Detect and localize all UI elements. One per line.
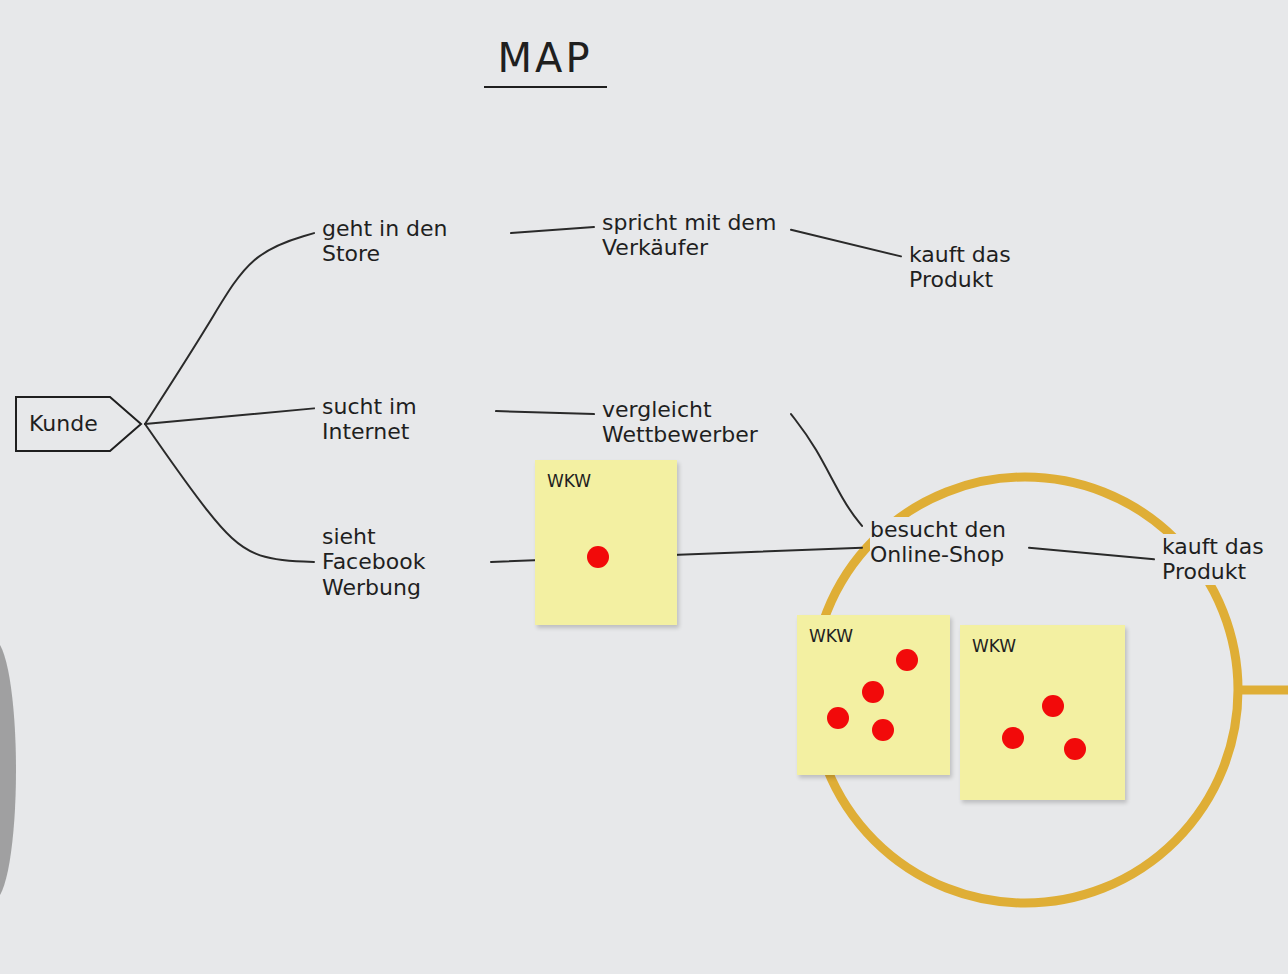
journey-connector xyxy=(791,414,862,526)
step-text: besucht den Online-Shop xyxy=(870,517,1022,568)
journey-step: geht in den Store xyxy=(318,214,508,269)
arrow-outline-path xyxy=(16,397,141,451)
journey-step: kauft das Produkt xyxy=(1158,532,1280,587)
step-text: spricht mit dem Verkäufer xyxy=(602,210,784,261)
journey-step: sucht im Internet xyxy=(318,392,493,447)
journey-connector xyxy=(791,230,901,257)
step-text: kauft das Produkt xyxy=(1162,534,1276,585)
journey-step: sieht Facebook Werbung xyxy=(318,522,488,602)
highlight-leader xyxy=(1236,686,1288,695)
title-text: MAP xyxy=(484,36,607,88)
vote-dot xyxy=(872,719,894,741)
journey-connector xyxy=(145,408,314,424)
sticky-note: WKW xyxy=(535,460,677,625)
sticky-note: WKW xyxy=(797,615,950,775)
journey-connector xyxy=(496,411,594,414)
actor-arrow-box: Kunde xyxy=(15,396,142,452)
journey-step: vergleicht Wettbewerber xyxy=(598,395,788,450)
step-text: geht in den Store xyxy=(322,216,504,267)
journey-step: spricht mit dem Verkäufer xyxy=(598,208,788,263)
journey-connector xyxy=(511,227,594,233)
journey-connector xyxy=(145,424,314,562)
vote-dot xyxy=(1002,727,1024,749)
vote-dot xyxy=(1064,738,1086,760)
step-text: Kunde xyxy=(29,411,98,436)
step-text: vergleicht Wettbewerber xyxy=(602,397,784,448)
step-text: WKW xyxy=(809,627,853,647)
journey-connector xyxy=(145,233,314,424)
journey-step: kauft das Produkt xyxy=(905,240,1035,295)
journey-step: besucht den Online-Shop xyxy=(866,515,1026,570)
vote-dot xyxy=(1042,695,1064,717)
step-text: sucht im Internet xyxy=(322,394,489,445)
step-text: kauft das Produkt xyxy=(909,242,1031,293)
step-text: sieht Facebook Werbung xyxy=(322,524,484,600)
vote-dot xyxy=(827,707,849,729)
sticky-note: WKW xyxy=(960,625,1125,800)
map-title: MAP xyxy=(395,36,695,88)
step-text: WKW xyxy=(547,472,591,492)
vote-dot xyxy=(896,649,918,671)
step-text: WKW xyxy=(972,637,1016,657)
vote-dot xyxy=(862,681,884,703)
vote-dot xyxy=(587,546,609,568)
paper-shadow xyxy=(0,640,16,900)
journey-connector xyxy=(1029,548,1154,560)
